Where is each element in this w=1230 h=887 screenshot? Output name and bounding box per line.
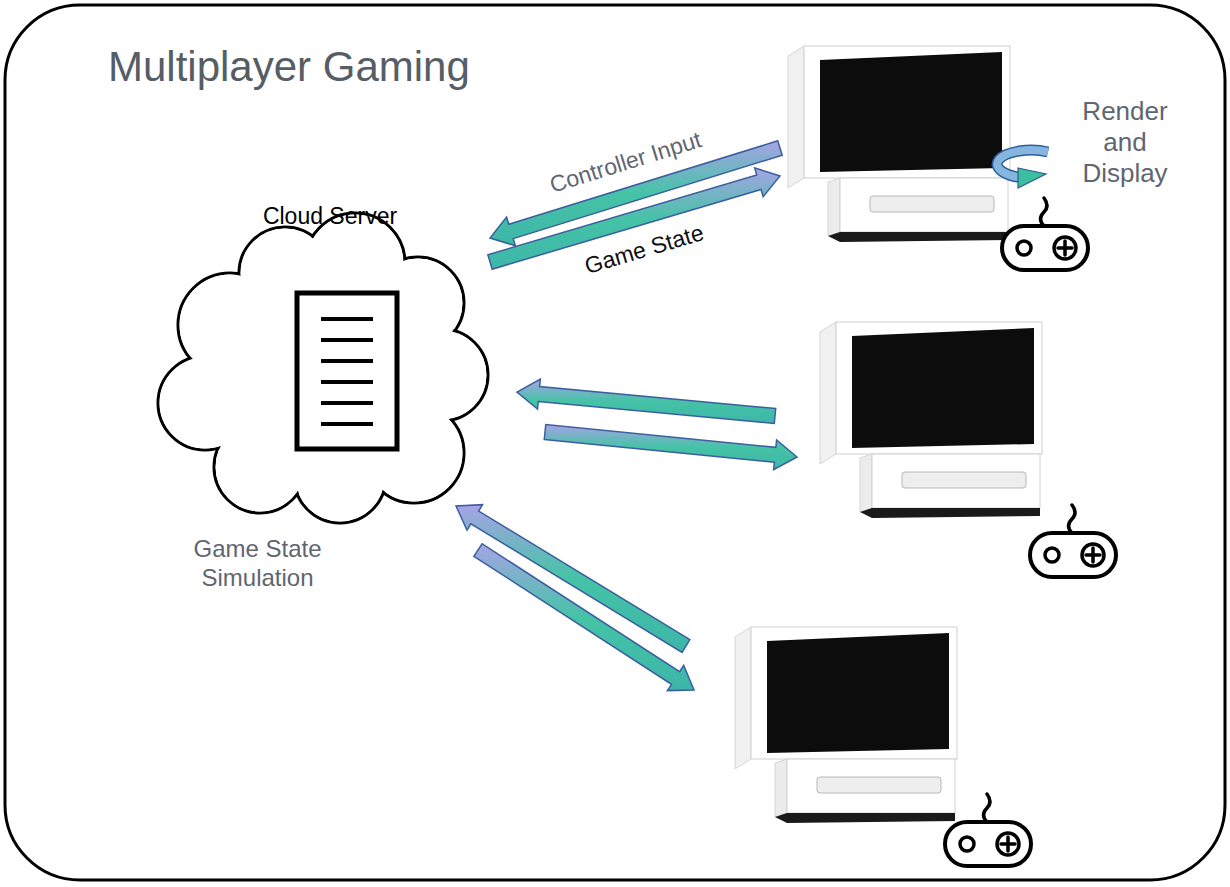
cloud-caption: Game State Simulation [165, 535, 350, 593]
data-arrow [517, 379, 776, 423]
edge-label-state: Game State [581, 219, 707, 280]
monitor-illustration [788, 46, 1010, 242]
cloud-server: Cloud ServerGame State Simulation [150, 195, 490, 600]
gamepad-icon [1002, 198, 1088, 270]
render-loop-arrow [997, 150, 1048, 188]
monitor-caption: Render and Display [1065, 96, 1185, 190]
gamepad-icon [1030, 505, 1116, 577]
monitor-illustration [820, 322, 1042, 518]
data-arrow [456, 505, 690, 653]
frame-border [5, 5, 1225, 880]
data-arrow [544, 425, 797, 470]
edge-label-input: Controller Input [546, 126, 704, 199]
server-icon [297, 293, 397, 449]
monitor-illustration [735, 627, 957, 823]
game-client: Render and Display [780, 40, 1200, 280]
cloud-heading: Cloud Server [245, 203, 415, 231]
data-arrow [474, 544, 694, 691]
cloud-shape [158, 213, 488, 523]
diagram-title: Multiplayer Gaming [108, 42, 470, 92]
gamepad-icon [945, 794, 1031, 866]
